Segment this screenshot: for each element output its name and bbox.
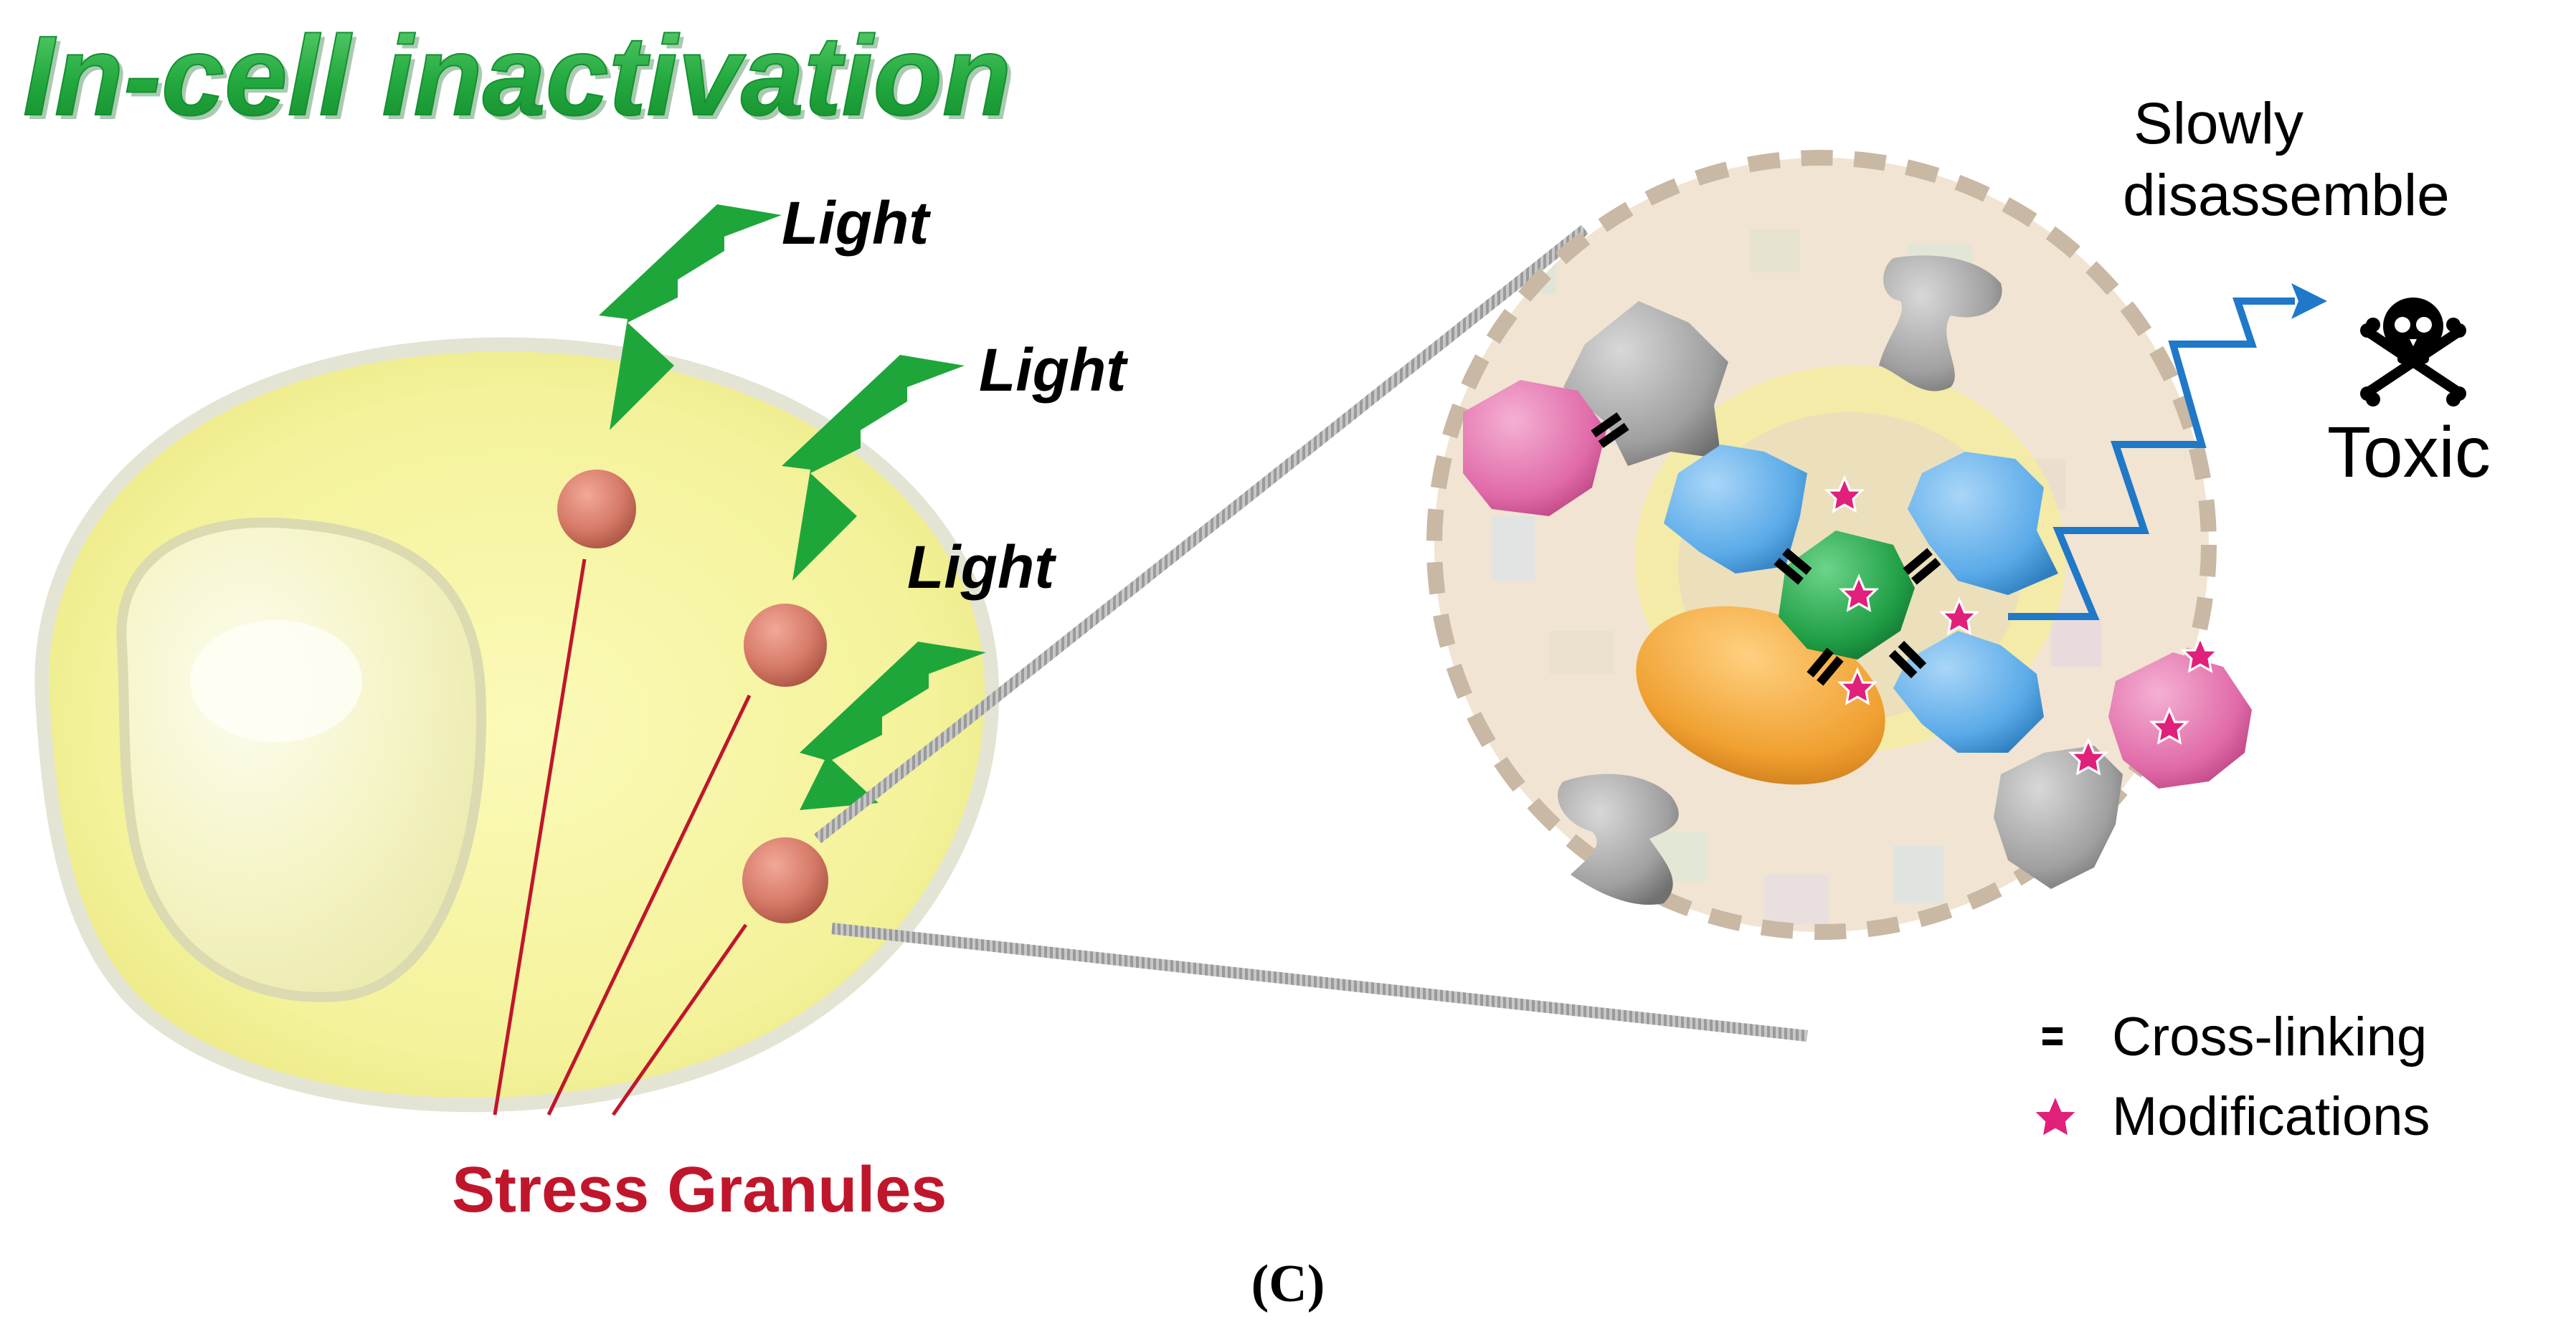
legend-modification-label: Modifications [2112, 1086, 2430, 1147]
crosslink-mark [1903, 548, 1941, 585]
legend: Cross-linking Modifications [2035, 1007, 2430, 1147]
modification-star-icon [2179, 634, 2221, 673]
gray-protein [1994, 746, 2123, 889]
mosaic-patch [1893, 846, 1943, 903]
stress-granule [742, 837, 828, 923]
modification-star-icon [2149, 706, 2190, 745]
skull-crossbones-icon [2360, 298, 2466, 406]
stress-granules [557, 470, 828, 923]
cell [34, 337, 1000, 1113]
modification-star-icon [1938, 596, 1980, 635]
crosslink-mark [1888, 640, 1927, 679]
crosslink-mark [1774, 548, 1812, 585]
stress-granules-label: Stress Granules [452, 1154, 947, 1226]
disassemble-arrowhead-icon [2291, 283, 2327, 319]
legend-crosslink-icon [2042, 1027, 2063, 1045]
crosslinks [1591, 412, 1941, 686]
zoom-connectors [814, 224, 1808, 1042]
blue-protein [1908, 452, 2058, 595]
gray-protein-shape [1558, 774, 1679, 905]
light-arrows [599, 204, 986, 810]
mosaic-patch [1750, 229, 1800, 272]
blue-protein [1664, 444, 1807, 574]
title: In-cell inactivation In-cell inactivatio… [22, 12, 1015, 143]
light-label: Light [907, 533, 1056, 601]
legend-modification-icon [2035, 1098, 2075, 1136]
mosaic-patch [2051, 617, 2101, 667]
zoom-circle-border [1426, 150, 2217, 940]
mosaic-patch [1492, 516, 1535, 581]
disassemble-arrow [2008, 298, 2295, 620]
light-label: Light [782, 189, 931, 257]
title-shadow: In-cell inactivation [27, 17, 1015, 143]
pink-protein [2108, 652, 2252, 789]
gray-protein-shape [1879, 255, 2002, 391]
title-text: In-cell inactivation [23, 13, 1011, 139]
pink-protein [1463, 380, 1606, 516]
pointer-line [493, 558, 587, 1116]
panel-label: (C) [1251, 1255, 1325, 1313]
pointer-line [611, 923, 748, 1116]
gray-protein [1563, 301, 1728, 466]
light-arrow-icon [800, 642, 986, 810]
pointer-line [546, 694, 752, 1116]
granule-pointer-lines [493, 558, 752, 1116]
nucleus [116, 518, 487, 1002]
modification-star-icon [1838, 574, 1880, 612]
zoomed-granule [1426, 150, 2327, 940]
light-arrow-icon [599, 204, 782, 430]
legend-crosslink-label: Cross-linking [2112, 1007, 2427, 1067]
modification-star-icon [2068, 737, 2109, 776]
modification-star-icon [1824, 475, 1865, 513]
outcome-line1: Slowly [2134, 91, 2303, 156]
crosslink-mark [1806, 647, 1844, 686]
mosaic-patch [1764, 875, 1829, 925]
stress-granule [744, 604, 827, 687]
toxic-label: Toxic [2327, 412, 2491, 493]
modifications [1824, 475, 2221, 776]
zoom-connector-top [814, 224, 1588, 844]
crosslink-mark [1591, 412, 1629, 448]
modification-star-icon [1837, 667, 1878, 705]
light-label: Light [979, 336, 1128, 404]
nucleus-highlight [190, 620, 362, 742]
zoom-connector-bottom [831, 923, 1808, 1042]
stress-granule [557, 470, 636, 548]
blue-protein [1893, 631, 2044, 753]
mosaic-patch [1549, 631, 1614, 674]
outcome-line2: disassemble [2123, 163, 2450, 228]
light-arrow-icon [782, 355, 965, 581]
